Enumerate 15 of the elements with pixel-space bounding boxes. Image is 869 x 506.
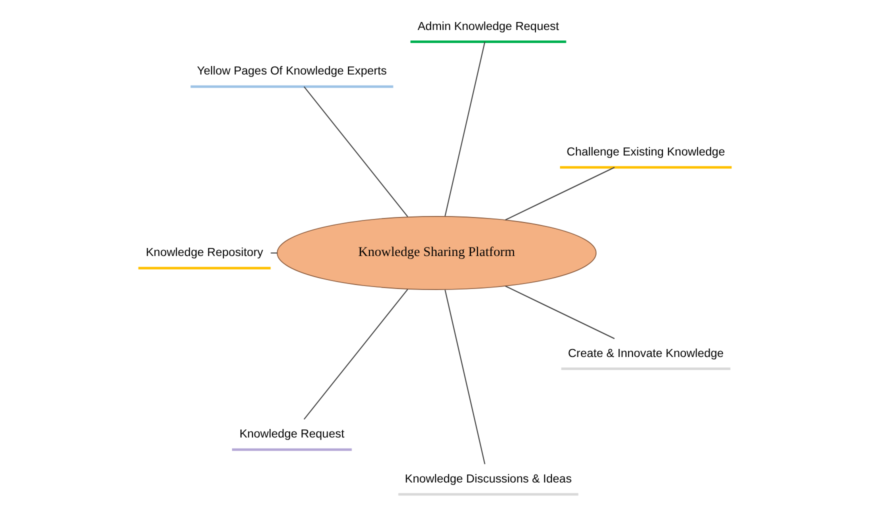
connector — [504, 286, 614, 340]
node-text: Knowledge Request — [238, 428, 344, 441]
connector — [444, 290, 485, 464]
node-text: Challenge Existing Knowledge — [566, 145, 724, 158]
node-text: Yellow Pages Of Knowledge Experts — [196, 64, 386, 78]
node-text: Knowledge Discussions & Ideas — [404, 472, 572, 486]
node-text: Create & Innovate Knowledge — [567, 346, 724, 360]
connector — [270, 252, 277, 254]
connector — [444, 42, 485, 216]
node-text: Knowledge Repository — [145, 246, 263, 260]
node-text: Admin Knowledge Request — [417, 20, 559, 33]
connector — [303, 86, 408, 218]
node-ellipse: Knowledge Sharing Platform — [276, 216, 596, 290]
connector — [303, 288, 408, 420]
connector — [504, 166, 614, 220]
